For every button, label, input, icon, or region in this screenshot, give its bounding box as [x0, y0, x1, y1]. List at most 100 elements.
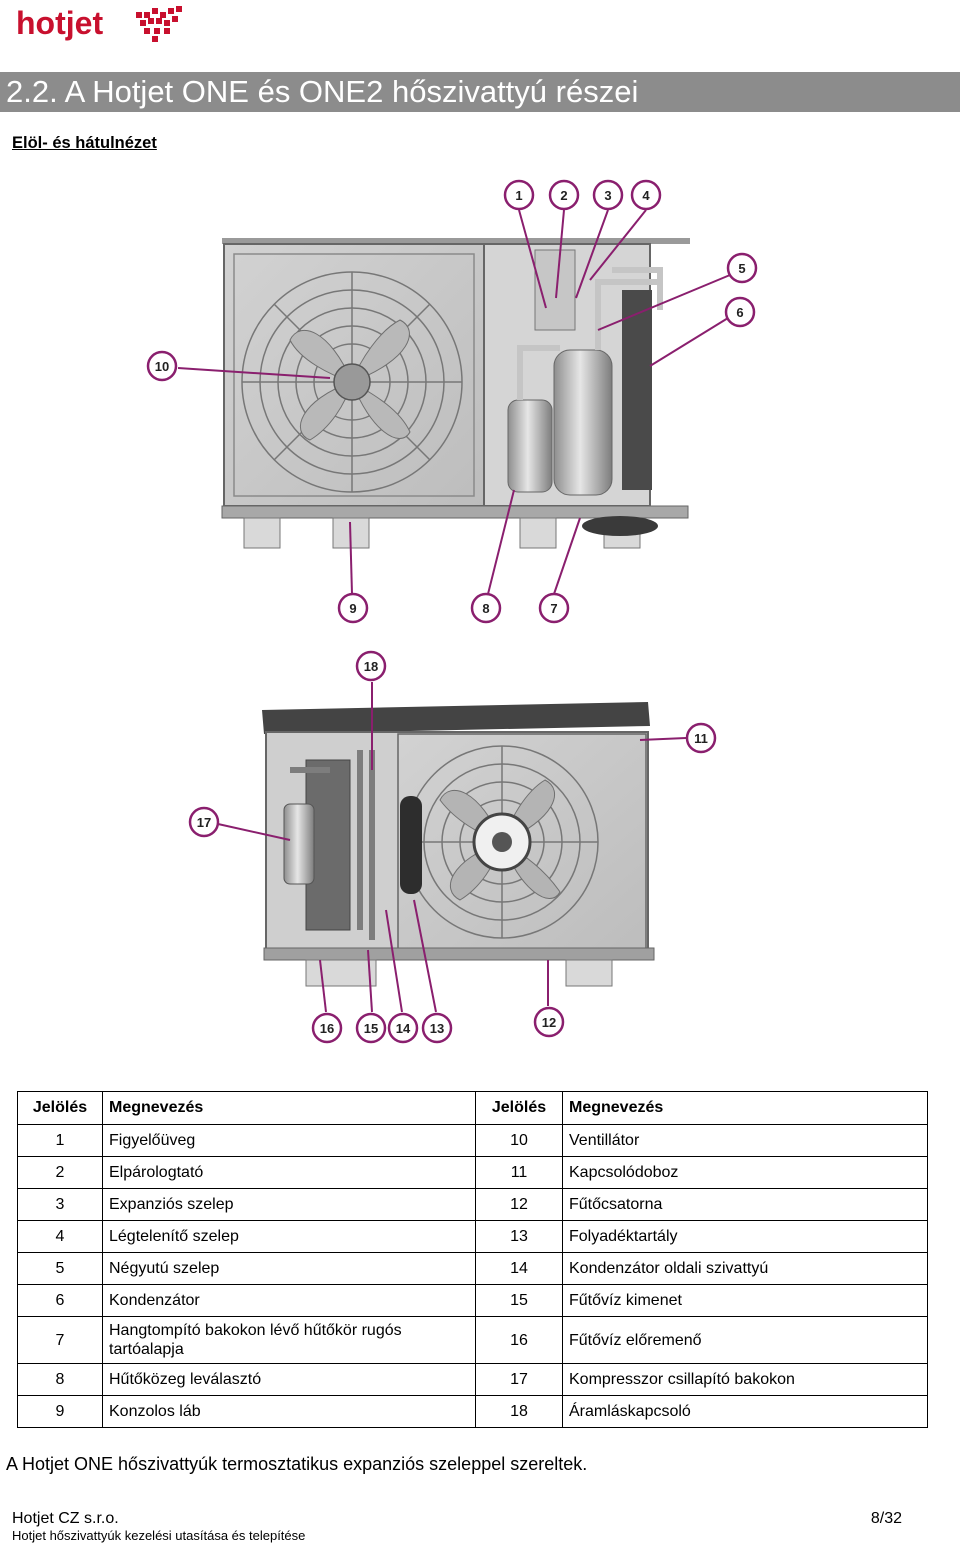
table-row: 1 Figyelőüveg 10 Ventillátor	[17, 1124, 928, 1157]
svg-text:15: 15	[364, 1021, 378, 1036]
svg-text:16: 16	[320, 1021, 334, 1036]
back-foot-right	[565, 959, 613, 987]
callout-1: 1	[503, 179, 535, 211]
row-code: 11	[475, 1156, 563, 1189]
row-name: Négyutú szelep	[102, 1252, 476, 1285]
svg-text:17: 17	[197, 815, 211, 830]
header-code-2: Jelölés	[475, 1091, 563, 1125]
row-name: Konzolos láb	[102, 1395, 476, 1428]
view-subtitle: Elöl- és hátulnézet	[12, 134, 157, 152]
svg-text:14: 14	[396, 1021, 411, 1036]
svg-text:11: 11	[694, 731, 708, 746]
front-fan-hub	[333, 363, 371, 401]
row-name: Kondenzátor oldali szivattyú	[562, 1252, 928, 1285]
table-row: 6 Kondenzátor 15 Fűtővíz kimenet	[17, 1284, 928, 1317]
callout-18: 18	[355, 650, 387, 682]
page-number: 8/32	[870, 1510, 902, 1527]
hotjet-logo: hotjet	[16, 5, 182, 42]
table-row: 5 Négyutú szelep 14 Kondenzátor oldali s…	[17, 1252, 928, 1285]
table-row: 7 Hangtompító bakokon lévő hűtőkör rugós…	[17, 1316, 928, 1364]
expansion-valve-note: A Hotjet ONE hőszivattyúk termosztatikus…	[6, 1454, 588, 1474]
svg-text:3: 3	[604, 188, 611, 203]
row-code: 12	[475, 1188, 563, 1221]
header-name-1: Megnevezés	[102, 1091, 476, 1125]
row-name: Áramláskapcsoló	[562, 1395, 928, 1428]
row-name: Hűtőközeg leválasztó	[102, 1363, 476, 1396]
refrigerant-separator	[507, 399, 553, 493]
row-code: 18	[475, 1395, 563, 1428]
spring-mount	[582, 516, 658, 536]
callout-15: 15	[355, 1012, 387, 1044]
front-base-rail	[221, 505, 689, 519]
callout-2: 2	[548, 179, 580, 211]
svg-text:1: 1	[515, 188, 522, 203]
row-name: Fűtőcsatorna	[562, 1188, 928, 1221]
svg-text:5: 5	[738, 261, 745, 276]
row-code: 14	[475, 1252, 563, 1285]
callout-7: 7	[538, 592, 570, 624]
table-row: 8 Hűtőközeg leválasztó 17 Kompresszor cs…	[17, 1363, 928, 1396]
back-foot-left	[305, 959, 377, 987]
callout-9: 9	[337, 592, 369, 624]
svg-text:4: 4	[642, 188, 650, 203]
row-code: 15	[475, 1284, 563, 1317]
row-code: 8	[17, 1363, 103, 1396]
footer-document-title: Hotjet hőszivattyúk kezelési utasítása é…	[12, 1528, 306, 1543]
row-name: Figyelőüveg	[102, 1124, 476, 1157]
parts-table: Jelölés Megnevezés Jelölés Megnevezés 1 …	[17, 1091, 928, 1428]
header-code-1: Jelölés	[17, 1091, 103, 1125]
condenser-block	[622, 290, 652, 490]
callout-16: 16	[311, 1012, 343, 1044]
section-title-bar	[0, 72, 960, 112]
compressor-tank	[553, 349, 613, 496]
callout-5: 5	[726, 252, 758, 284]
row-code: 10	[475, 1124, 563, 1157]
row-code: 1	[17, 1124, 103, 1157]
table-row: 9 Konzolos láb 18 Áramláskapcsoló	[17, 1395, 928, 1428]
callout-8: 8	[470, 592, 502, 624]
row-name: Ventillátor	[562, 1124, 928, 1157]
svg-text:8: 8	[482, 601, 489, 616]
row-code: 16	[475, 1316, 563, 1364]
svg-text:9: 9	[349, 601, 356, 616]
callout-3: 3	[592, 179, 624, 211]
row-name: Folyadéktartály	[562, 1220, 928, 1253]
row-code: 9	[17, 1395, 103, 1428]
svg-text:18: 18	[364, 659, 378, 674]
row-code: 4	[17, 1220, 103, 1253]
callout-12: 12	[533, 1006, 565, 1038]
table-header-row: Jelölés Megnevezés Jelölés Megnevezés	[17, 1091, 928, 1125]
row-code: 2	[17, 1156, 103, 1189]
row-code: 17	[475, 1363, 563, 1396]
row-name: Kapcsolódoboz	[562, 1156, 928, 1189]
row-code: 6	[17, 1284, 103, 1317]
row-code: 3	[17, 1188, 103, 1221]
table-row: 3 Expanziós szelep 12 Fűtőcsatorna	[17, 1188, 928, 1221]
svg-text:2: 2	[560, 188, 567, 203]
back-view-unit	[262, 702, 655, 987]
footer-company: Hotjet CZ s.r.o.	[12, 1510, 119, 1527]
svg-text:10: 10	[155, 359, 169, 374]
svg-text:7: 7	[550, 601, 557, 616]
row-code: 5	[17, 1252, 103, 1285]
front-fan-blades	[289, 319, 411, 441]
logo-pixel-mark	[136, 6, 182, 42]
svg-text:6: 6	[736, 305, 743, 320]
row-code: 7	[17, 1316, 103, 1364]
row-name: Fűtővíz előremenő	[562, 1316, 928, 1364]
row-name: Expanziós szelep	[102, 1188, 476, 1221]
front-top-cover	[222, 238, 690, 244]
callout-11: 11	[685, 722, 717, 754]
section-title: 2.2. A Hotjet ONE és ONE2 hőszivattyú ré…	[6, 74, 639, 109]
front-foot-right	[519, 517, 557, 549]
row-name: Kondenzátor	[102, 1284, 476, 1317]
row-name: Kompresszor csillapító bakokon	[562, 1363, 928, 1396]
row-name: Hangtompító bakokon lévő hűtőkör rugós t…	[102, 1316, 476, 1364]
liquid-receiver	[400, 796, 422, 894]
header-name-2: Megnevezés	[562, 1091, 928, 1125]
back-compressor	[283, 803, 315, 885]
callout-leader-lines	[177, 209, 731, 1013]
callout-4: 4	[630, 179, 662, 211]
front-foot-left	[243, 517, 281, 549]
callout-14: 14	[387, 1012, 419, 1044]
